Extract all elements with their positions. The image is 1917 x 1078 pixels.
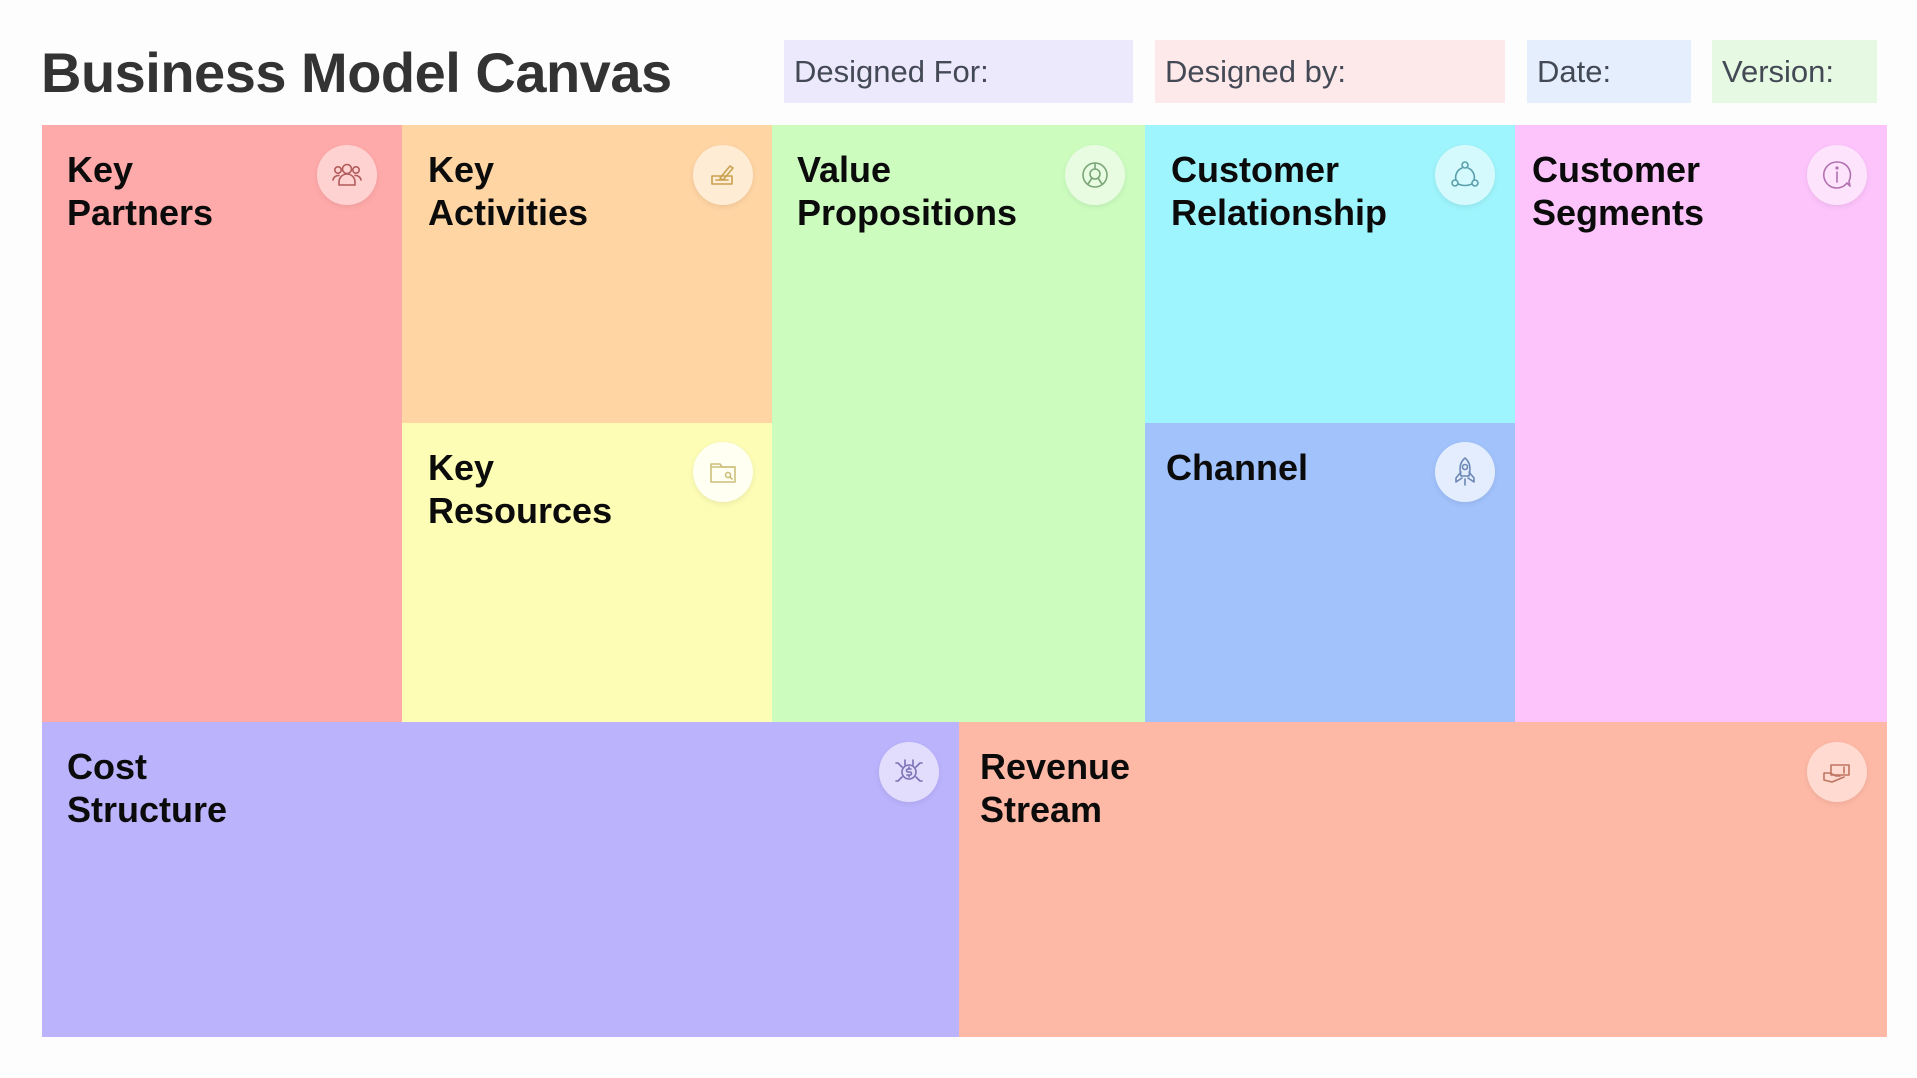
customer-segments-title: Customer Segments <box>1532 149 1705 233</box>
customer-relationship-title: Customer Relationship <box>1171 149 1388 233</box>
revenue-stream-block[interactable]: Revenue Stream <box>959 722 1887 1037</box>
channel-title: Channel <box>1166 447 1309 488</box>
customer-segments-block[interactable]: Customer Segments <box>1515 125 1887 722</box>
user-target-icon <box>1065 145 1125 205</box>
key-resources-title: Key Resources <box>428 447 613 531</box>
rocket-icon <box>1435 442 1495 502</box>
version-label: Version: <box>1722 54 1835 89</box>
dollar-circuit-icon <box>879 742 939 802</box>
people-group-icon <box>317 145 377 205</box>
network-nodes-icon <box>1435 145 1495 205</box>
key-partners-title: Key Partners <box>67 149 214 233</box>
designed-by-label: Designed by: <box>1165 54 1346 89</box>
hand-money-icon <box>1807 742 1867 802</box>
info-bubble-icon <box>1807 145 1867 205</box>
key-activities-title: Key Activities <box>428 149 589 233</box>
page-title: Business Model Canvas <box>41 41 672 104</box>
revenue-stream-title: Revenue Stream <box>980 746 1131 830</box>
cost-structure-block[interactable]: Cost Structure <box>42 722 959 1037</box>
date-field[interactable]: Date: <box>1527 40 1691 103</box>
version-field[interactable]: Version: <box>1712 40 1877 103</box>
key-partners-block[interactable]: Key Partners <box>42 125 402 722</box>
channel-block[interactable]: Channel <box>1145 423 1516 722</box>
value-propositions-title: Value Propositions <box>797 149 1018 233</box>
date-label: Date: <box>1537 54 1612 89</box>
value-propositions-block[interactable]: Value Propositions <box>772 125 1145 722</box>
key-resources-block[interactable]: Key Resources <box>402 423 773 722</box>
designed-by-field[interactable]: Designed by: <box>1155 40 1505 103</box>
designed-for-label: Designed For: <box>794 54 989 89</box>
cost-structure-title: Cost Structure <box>67 746 228 830</box>
folder-search-icon <box>693 442 753 502</box>
pen-signature-icon <box>693 145 753 205</box>
key-activities-block[interactable]: Key Activities <box>402 125 773 423</box>
customer-relationship-block[interactable]: Customer Relationship <box>1145 125 1516 423</box>
designed-for-field[interactable]: Designed For: <box>784 40 1133 103</box>
